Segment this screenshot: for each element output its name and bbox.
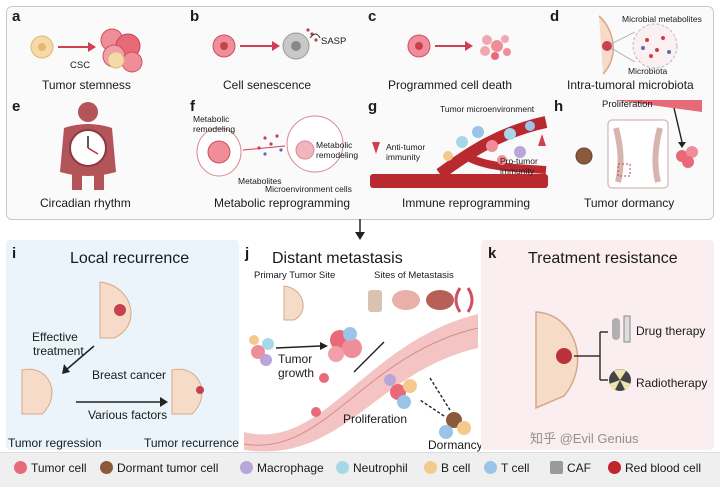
watermark: 知乎 @Evil Genius bbox=[530, 431, 639, 446]
panel-c-letter: c bbox=[368, 8, 377, 25]
dormant-cell-icon bbox=[100, 461, 113, 474]
macrophage-icon bbox=[240, 461, 253, 474]
tumor-growth-line2: growth bbox=[278, 366, 315, 380]
radiotherapy-label: Radiotherapy bbox=[636, 376, 708, 390]
metabolic-remodeling-left-line2: remodeling bbox=[193, 124, 236, 134]
pro-tumor-line1: Pro-tumor bbox=[500, 156, 538, 166]
legend-neutrophil: Neutrophil bbox=[336, 461, 408, 475]
tumor-cell-icon bbox=[14, 461, 27, 474]
panel-j-letter: j bbox=[245, 245, 250, 262]
microbiota-label: Microbiota bbox=[628, 66, 668, 76]
effective-treatment-line2: treatment bbox=[33, 344, 84, 358]
tumor-microenvironment-label: Tumor microenvironment bbox=[440, 104, 535, 114]
treatment-resistance-panel bbox=[481, 240, 714, 450]
tumor-growth-line1: Tumor bbox=[278, 352, 313, 366]
local-recurrence-panel bbox=[6, 240, 239, 450]
various-factors-label: Various factors bbox=[88, 408, 168, 422]
drug-therapy-label: Drug therapy bbox=[636, 324, 706, 338]
tumor-dormancy-title: Tumor dormancy bbox=[584, 196, 675, 210]
anti-tumor-line1: Anti-tumor bbox=[386, 142, 426, 152]
metabolic-reprogramming-title: Metabolic reprogramming bbox=[214, 196, 351, 210]
cell-senescence-illustration bbox=[212, 28, 321, 60]
down-arrow-icon bbox=[355, 219, 365, 240]
local-recurrence-illustration bbox=[21, 281, 204, 415]
legend-dormant-tumor-cell: Dormant tumor cell bbox=[100, 461, 218, 475]
microbiota-breast-illustration bbox=[598, 15, 678, 75]
distant-metastasis-illustration bbox=[243, 285, 479, 452]
intra-tumoral-microbiota-title: Intra-tumoral microbiota bbox=[567, 78, 694, 92]
red-blood-cell-icon bbox=[608, 461, 621, 474]
tumor-recurrence-label: Tumor recurrence bbox=[144, 436, 239, 450]
immune-reprogramming-title: Immune reprogramming bbox=[402, 196, 531, 210]
programmed-cell-death-title: Programmed cell death bbox=[388, 78, 513, 92]
immune-reprogramming-illustration bbox=[370, 116, 548, 188]
circadian-rhythm-title: Circadian rhythm bbox=[40, 196, 131, 210]
tumor-regression-label: Tumor regression bbox=[8, 436, 102, 450]
microenvironment-cells-label: Microenvironment cells bbox=[265, 184, 352, 194]
sasp-label: SASP bbox=[321, 36, 347, 47]
legend-macrophage: Macrophage bbox=[240, 461, 324, 475]
primary-tumor-site-label: Primary Tumor Site bbox=[254, 270, 336, 281]
proliferation-label-h: Proliferation bbox=[602, 99, 653, 110]
microbial-metabolites-label: Microbial metabolites bbox=[622, 14, 702, 24]
legend-t-cell: T cell bbox=[484, 461, 529, 475]
dormancy-label: Dormancy bbox=[428, 438, 483, 452]
t-cell-icon bbox=[484, 461, 497, 474]
metabolic-remodeling-left-line1: Metabolic bbox=[193, 114, 230, 124]
metabolites-label: Metabolites bbox=[238, 176, 282, 186]
legend-caf: CAF bbox=[550, 461, 591, 475]
b-cell-icon bbox=[424, 461, 437, 474]
legend-red-blood-cell: Red blood cell bbox=[608, 461, 701, 475]
local-recurrence-title: Local recurrence bbox=[70, 250, 190, 267]
cell-type-legend: Tumor cell Dormant tumor cell Macrophage… bbox=[0, 452, 720, 487]
tumor-stemness-illustration bbox=[30, 28, 143, 73]
treatment-resistance-illustration bbox=[535, 311, 631, 410]
breast-cancer-label: Breast cancer bbox=[92, 368, 167, 382]
caf-icon bbox=[550, 461, 563, 474]
sites-of-metastasis-label: Sites of Metastasis bbox=[374, 270, 454, 281]
csc-label: CSC bbox=[70, 60, 91, 71]
panel-d-letter: d bbox=[550, 8, 560, 25]
panel-h-letter: h bbox=[554, 98, 564, 115]
legend-b-cell: B cell bbox=[424, 461, 470, 475]
panel-e-letter: e bbox=[12, 98, 21, 115]
tumor-stemness-title: Tumor stemness bbox=[42, 78, 131, 92]
metabolic-reprogramming-illustration bbox=[196, 115, 344, 177]
proliferation-label-j: Proliferation bbox=[343, 412, 408, 426]
distant-metastasis-title: Distant metastasis bbox=[272, 250, 403, 267]
metabolic-remodeling-right-line2: remodeling bbox=[316, 150, 359, 160]
panel-i-letter: i bbox=[12, 245, 17, 262]
pro-tumor-line2: immunity bbox=[500, 166, 535, 176]
pill-icon bbox=[612, 318, 620, 340]
legend-tumor-cell: Tumor cell bbox=[14, 461, 87, 475]
panel-g-letter: g bbox=[368, 98, 378, 115]
anti-tumor-line2: immunity bbox=[386, 152, 421, 162]
tumor-dormancy-illustration bbox=[575, 100, 702, 189]
circadian-rhythm-illustration bbox=[60, 102, 116, 190]
neutrophil-icon bbox=[336, 461, 349, 474]
panel-f-letter: f bbox=[190, 98, 195, 115]
programmed-cell-death-illustration bbox=[407, 34, 511, 60]
treatment-resistance-title: Treatment resistance bbox=[528, 250, 678, 267]
metabolic-remodeling-right-line1: Metabolic bbox=[316, 140, 353, 150]
effective-treatment-line1: Effective bbox=[32, 330, 78, 344]
cell-senescence-title: Cell senescence bbox=[223, 78, 312, 92]
panel-b-letter: b bbox=[190, 8, 200, 25]
panel-k-letter: k bbox=[488, 245, 497, 262]
panel-a-letter: a bbox=[12, 8, 21, 25]
